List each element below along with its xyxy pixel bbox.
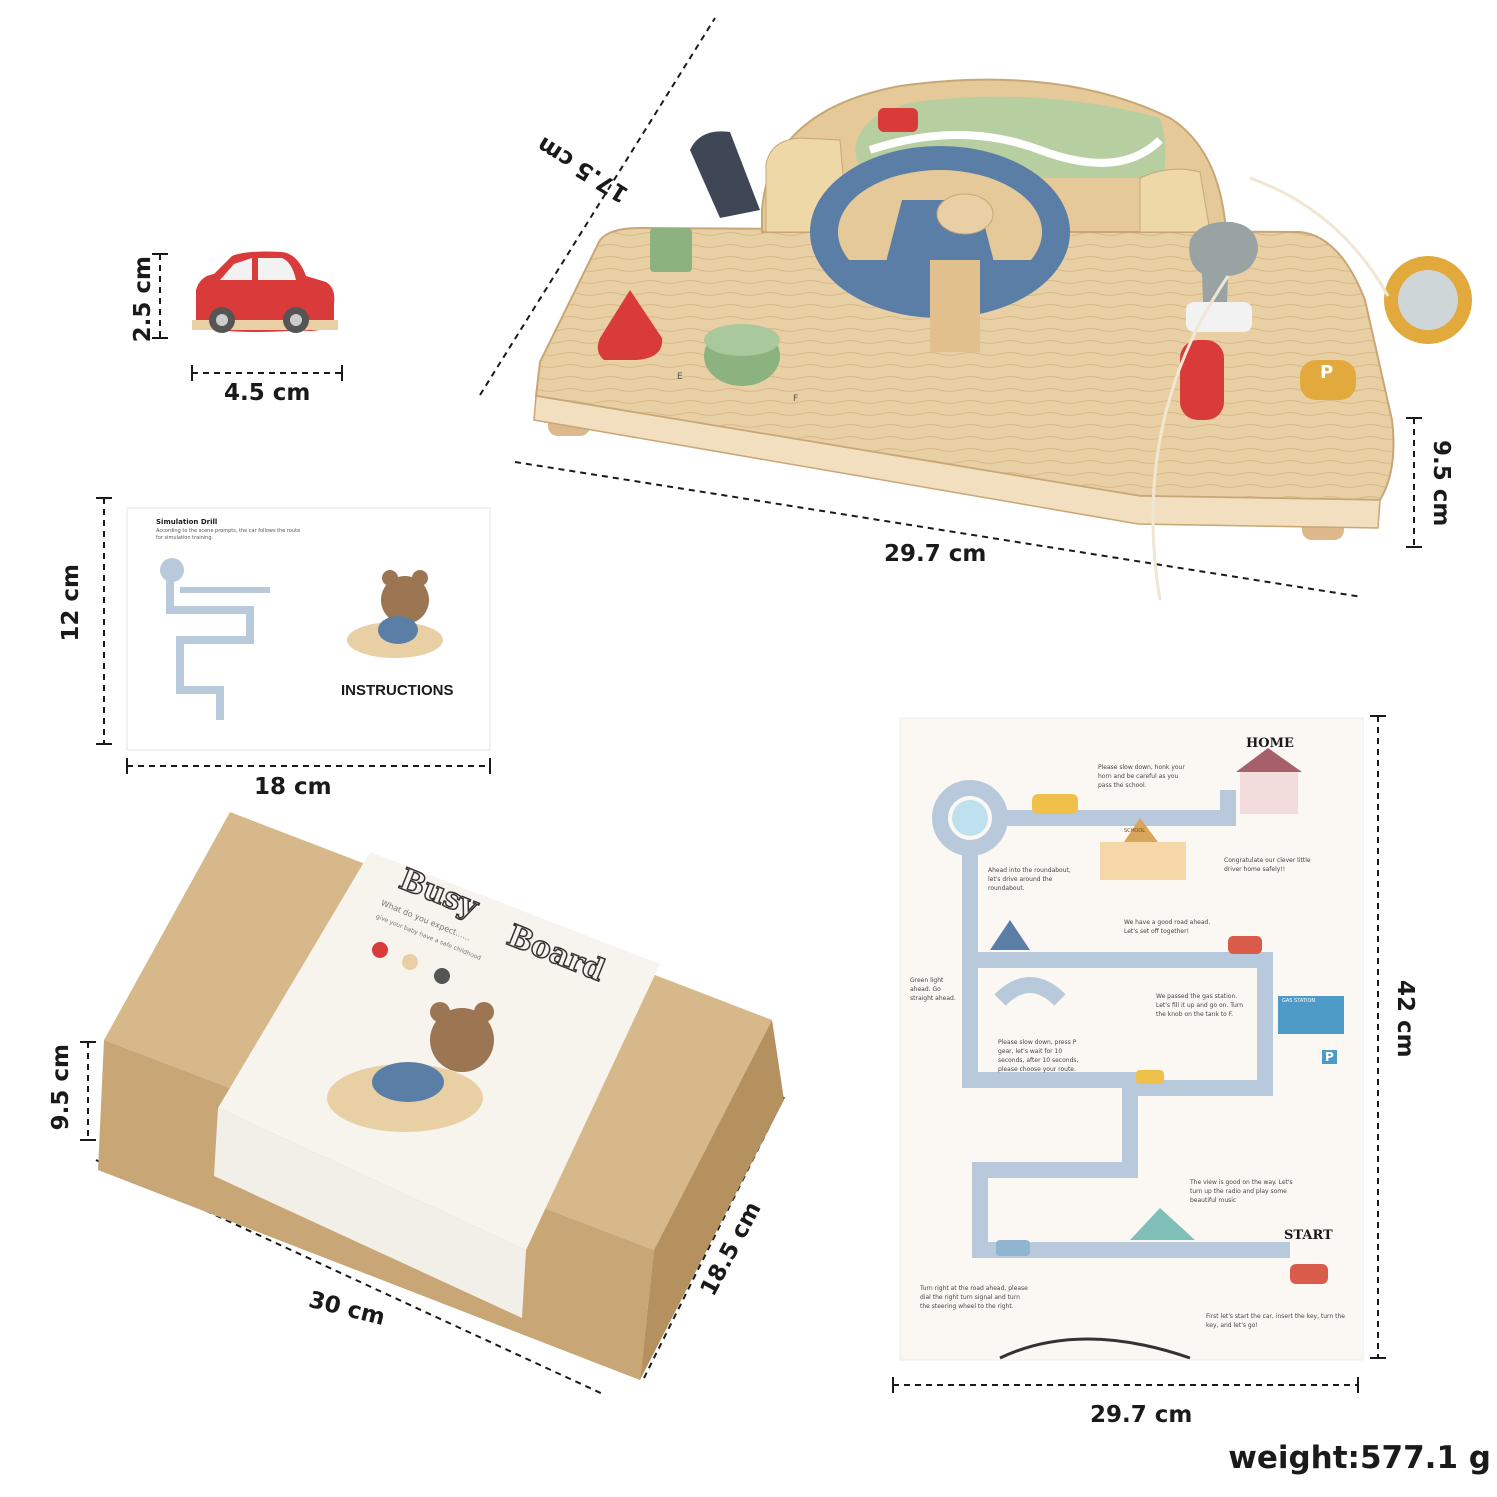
map-note: Please slow down, press P gear, let's wa… [998,1039,1079,1073]
map-note: We passed the gas station. Let's fill it… [1156,993,1244,1018]
board-fuel-full: F [793,394,799,404]
dim-map-height: 42 cm [1392,980,1418,1058]
dim-card-width: 18 cm [254,774,332,800]
map-note: Turn right at the road ahead, please dia… [920,1285,1028,1310]
gear-lever [1180,340,1224,420]
dim-map-width: 29.7 cm [1090,1402,1193,1428]
dim-card-height: 12 cm [58,564,84,642]
dim-board-height: 9.5 cm [1428,440,1454,527]
instruction-card [126,507,491,751]
road-map-poster [899,717,1364,1361]
board-fuel-empty: E [677,372,683,382]
map-note: First let's start the car, insert the ke… [1206,1313,1345,1329]
toy-car [192,251,338,333]
busy-board [533,78,1472,601]
map-note: Ahead into the roundabout, let's drive a… [988,867,1071,892]
dim-car-height: 2.5 cm [130,256,156,343]
map-school-label: SCHOOL [1124,828,1146,834]
map-start-label: START [1284,1228,1333,1243]
dim-box-height: 9.5 cm [48,1044,74,1131]
steering-wheel [810,146,1070,352]
map-note: Green light ahead. Go straight ahead. [910,977,956,1002]
dim-car-width: 4.5 cm [224,380,311,406]
gift-box [98,812,784,1380]
dimension-ticks [80,253,1422,1393]
map-note: The view is good on the way. Let's turn … [1190,1179,1293,1204]
green-slider [650,228,692,272]
park-button [1300,360,1356,400]
map-note: We have a good road ahead. Let's set off… [1124,919,1211,935]
warning-triangle-button [597,290,663,360]
card-intro: According to the scene prompts, the car … [156,528,301,541]
map-home-label: HOME [1246,736,1294,751]
map-station-label: GAS STATION [1282,998,1316,1004]
board-gear-letter: P [1320,362,1334,383]
weight-label: weight:577.1 g [1228,1440,1491,1476]
map-note: Congratulate our clever little driver ho… [1224,857,1311,873]
dim-board-width: 29.7 cm [884,541,987,567]
card-heading: Simulation Drill [156,518,218,526]
map-park-letter: P [1322,1050,1337,1064]
card-title: INSTRUCTIONS [341,682,454,699]
map-note: Please slow down, honk your horn and be … [1098,764,1185,789]
